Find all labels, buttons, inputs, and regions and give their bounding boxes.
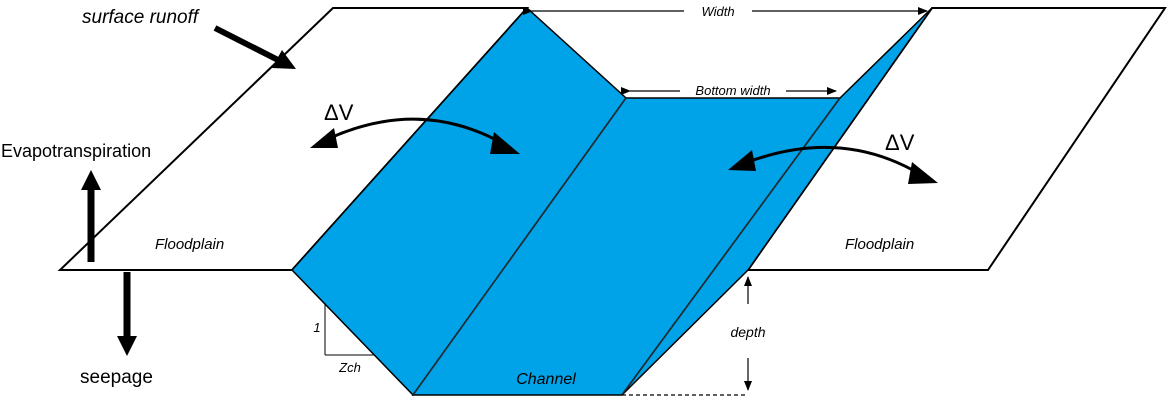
depth-dimension: depth <box>622 276 766 396</box>
floodplain-right-label: Floodplain <box>845 236 914 253</box>
slope-rise-label: 1 <box>313 320 320 335</box>
side-slope-indicator: 1 Zch <box>313 303 374 375</box>
depth-label: depth <box>730 324 765 340</box>
channel-body <box>290 6 933 397</box>
channel-label: Channel <box>516 371 576 388</box>
width-label: Width <box>701 4 734 19</box>
bottom-width-dimension: Bottom width <box>621 83 837 98</box>
delta-v-left-label: ΔV <box>324 100 354 125</box>
delta-v-left-arrow <box>310 117 520 154</box>
seepage-label: seepage <box>80 367 153 388</box>
surface-runoff-arrow <box>213 25 296 69</box>
delta-v-right-arrow <box>728 145 938 184</box>
evapotranspiration-arrow <box>81 170 101 262</box>
floodplain-left-label: Floodplain <box>155 236 224 253</box>
width-dimension: Width <box>523 4 928 19</box>
surface-runoff-label: surface runoff <box>82 7 200 28</box>
slope-run-label: Zch <box>338 360 361 375</box>
seepage-arrow <box>117 272 137 356</box>
delta-v-right-label: ΔV <box>885 130 915 155</box>
bottom-width-label: Bottom width <box>695 83 770 98</box>
evapotranspiration-label: Evapotranspiration <box>1 141 151 161</box>
